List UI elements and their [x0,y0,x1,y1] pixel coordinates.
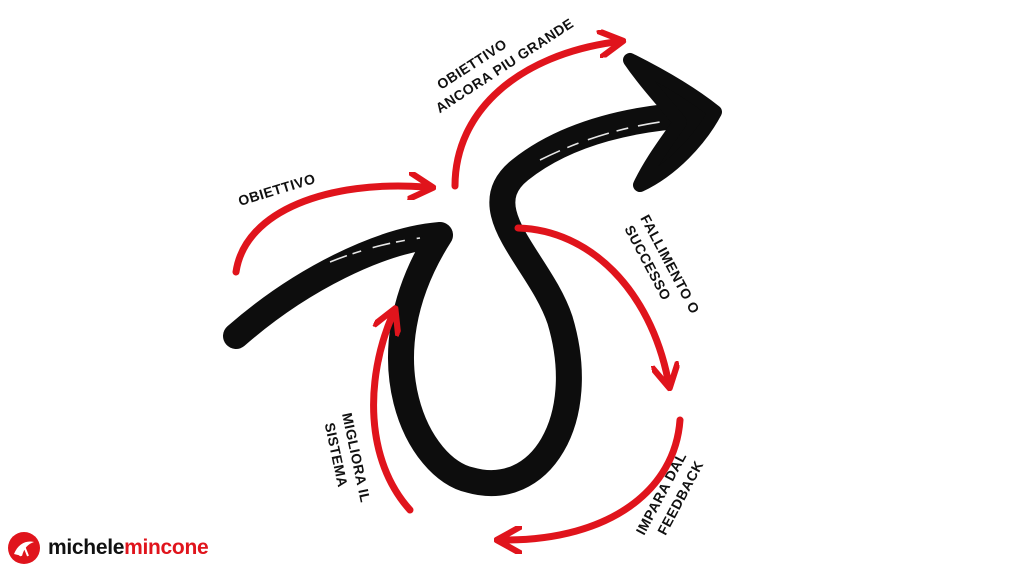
brand-emblem-icon [8,532,40,564]
main-loop-arrow-stroke [223,102,703,497]
arrow-improve-system [370,316,414,514]
brand-wordmark-part1: michele [48,536,125,559]
brush-streak [539,121,661,161]
main-arrow-head [623,53,722,192]
arrow-fail-success [514,224,668,380]
label-fail-success: FALLIMENTO O SUCCESSO [622,212,704,317]
brand-wordmark: michelemincone [48,536,209,560]
brand-logo: michelemincone [6,530,209,566]
brand-wordmark-part2: mincone [124,536,209,559]
label-improve-system: MIGLIORA IL SISTEMA [322,411,374,504]
arrow-learn-feedback [505,416,684,540]
arrow-goal [232,186,425,276]
arrow-bigger-goal [451,42,615,190]
brush-streak [329,237,421,263]
